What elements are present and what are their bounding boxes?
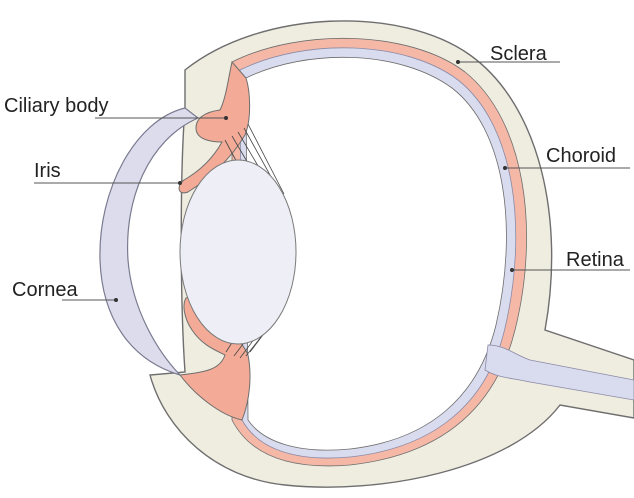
iris-label: Iris	[34, 160, 61, 182]
choroid-dot	[503, 166, 507, 170]
sclera-dot	[456, 60, 460, 64]
cornea-dot	[114, 298, 118, 302]
iris-dot	[178, 181, 182, 185]
retina-dot	[510, 268, 514, 272]
choroid-label: Choroid	[546, 145, 616, 167]
ciliary-body-label: Ciliary body	[4, 95, 108, 117]
sclera-label: Sclera	[490, 43, 548, 65]
lens	[179, 159, 297, 345]
optic-nerve	[484, 344, 634, 401]
cornea-label: Cornea	[12, 279, 78, 301]
ciliary-body-upper	[178, 60, 251, 194]
retina-label: Retina	[566, 249, 625, 271]
vitreous-chamber	[245, 56, 507, 451]
ciliary-body-dot	[224, 116, 228, 120]
